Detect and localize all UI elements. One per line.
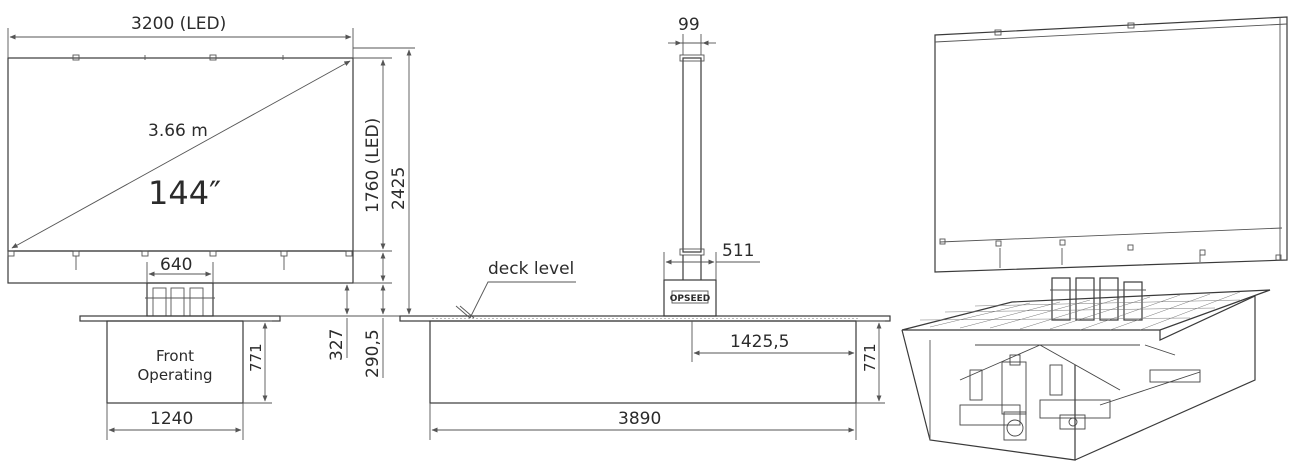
perspective-grating <box>919 291 1241 331</box>
lift-mechanism <box>959 344 1201 441</box>
stand-width-label: 640 <box>160 255 192 275</box>
led-height-label: 1760 (LED) <box>363 118 383 213</box>
pit-width-label: 1240 <box>150 409 193 429</box>
brand-label: OPSEED <box>670 294 711 304</box>
pit-label-operating: Operating <box>138 366 213 384</box>
bottom-clips <box>7 250 353 270</box>
deck-level-label: deck level <box>488 259 574 279</box>
base-width-label: 511 <box>722 241 754 261</box>
diagonal-dimension-line <box>11 60 351 249</box>
perspective-view <box>901 16 1288 461</box>
width-label: 3200 (LED) <box>131 14 226 34</box>
screen-size-label: 144″ <box>148 174 221 212</box>
pit-label-front: Front <box>156 347 194 365</box>
stand-column <box>145 282 215 317</box>
thickness-label: 99 <box>678 15 700 35</box>
side-view: 99 OPSEED 511 deck level 1425,5 771 <box>399 15 891 440</box>
side-pit-depth-label: 771 <box>861 343 879 372</box>
side-pit-outline <box>429 320 857 404</box>
deck-plate <box>79 315 281 322</box>
pit-depth-label: 771 <box>247 343 265 372</box>
lift-label-b: 290,5 <box>363 329 383 378</box>
pit-length-label: 3890 <box>618 409 661 429</box>
perspective-screen <box>934 16 1288 273</box>
pit-outline <box>106 320 244 404</box>
lift-label-a: 327 <box>327 329 347 361</box>
top-clips <box>72 54 284 61</box>
diagonal-label: 3.66 m <box>148 121 208 141</box>
perspective-pit-front <box>901 329 1076 461</box>
front-view: 3.66 m 144″ 3200 (LED) 640 Front Operati… <box>7 14 415 440</box>
offset-label: 1425,5 <box>730 332 789 352</box>
screen-side-profile <box>682 57 702 253</box>
perspective-pit-side <box>1074 295 1256 461</box>
total-height-label: 2425 <box>389 167 409 210</box>
